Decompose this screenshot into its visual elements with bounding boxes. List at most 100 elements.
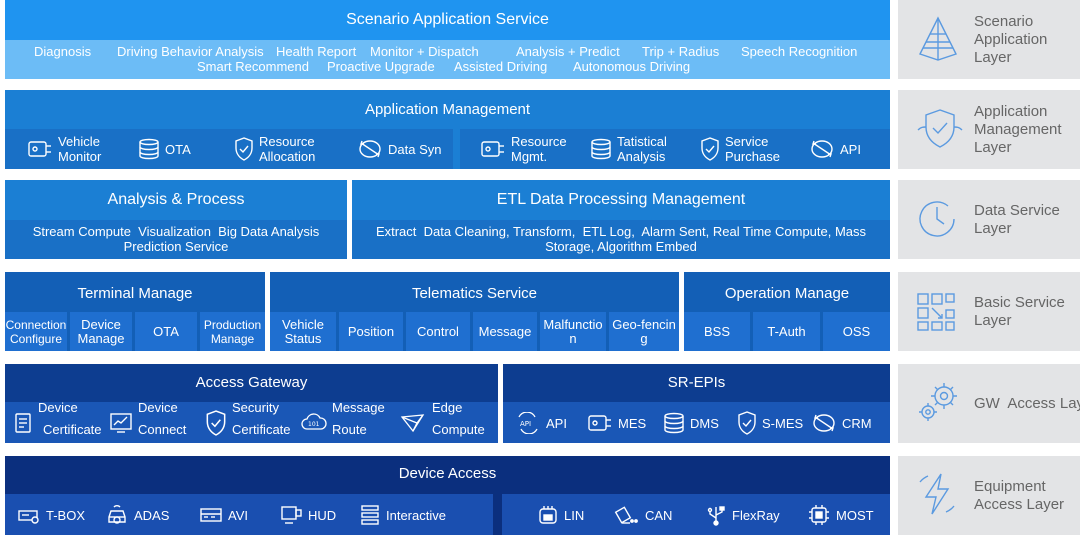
database-icon (664, 412, 684, 434)
srepi-item-label: CRM (842, 415, 872, 431)
terminal-item: Device Manage (70, 312, 132, 351)
app-mgmt-item-label: Resource Allocation (259, 134, 316, 164)
layer-label-text: Equipment Access Layer (974, 477, 1065, 513)
analysis-panel: Stream Compute Visualization Big Data An… (5, 220, 347, 259)
app-mgmt-item-data-syn: Data Syn (357, 134, 453, 164)
layer-label-text: GW Access Layer (974, 394, 1080, 412)
device-item-label: CAN (645, 507, 673, 523)
telematics-item: Malfunction (540, 312, 606, 351)
network-icon (400, 414, 425, 433)
gw-item-line: Compute (432, 422, 485, 437)
srepi-item-api: API API (515, 408, 567, 438)
device-access-title: Device Access (398, 465, 497, 482)
shield-icon (206, 410, 226, 436)
analysis-process: Analysis & Process Stream Compute Visual… (5, 180, 347, 259)
app-mgmt-item-ota: OTA (138, 134, 218, 164)
layer-label-text: Application Management Layer (974, 102, 1062, 156)
gw-item-line: Connect (138, 422, 187, 437)
telematics-title: Telematics Service (411, 285, 538, 302)
scenario-items-panel: Diagnosis Driving Behavior Analysis Heal… (5, 40, 890, 79)
gw-access-layer-label: GW Access Layer (898, 364, 1080, 443)
app-mgmt-item-vehicle-monitor: Vehicle Monitor (27, 134, 137, 164)
operation-item: OSS (823, 312, 890, 351)
device-item-lin: LIN (537, 500, 584, 530)
car-icon (108, 505, 126, 524)
telematics-item: Position (339, 312, 403, 351)
sync-icon (359, 140, 381, 158)
basic-service-layer-label: Basic Service Layer (898, 272, 1080, 351)
device-item-label: ADAS (134, 507, 170, 523)
svg-text:API: API (520, 420, 531, 428)
device-item-avi: AVI (199, 500, 248, 530)
monitor-icon (481, 141, 504, 157)
database-icon (139, 138, 159, 160)
scenario-item: Smart Recommend (197, 59, 309, 74)
shield-icon (701, 137, 719, 161)
scenario-item: Health Report (276, 44, 357, 59)
hud-icon (281, 506, 302, 524)
layer-label-text: Basic Service Layer (974, 293, 1065, 329)
srepi-item-label: DMS (690, 415, 719, 431)
srepi-item-crm: CRM (811, 408, 872, 438)
gw-item-line: Edge (432, 400, 463, 415)
scenario-item: Proactive Upgrade (327, 59, 435, 74)
database-icon (591, 138, 611, 160)
operation-item: T-Auth (753, 312, 820, 351)
gears-icon (919, 383, 957, 421)
srepi-item-mes: MES (587, 408, 646, 438)
app-mgmt-item-label: API (840, 141, 861, 157)
app-mgmt-item-label: Service Purchase (725, 134, 780, 164)
shield-icon (738, 411, 756, 435)
telematics-service: Telematics Service Vehicle Status Positi… (270, 272, 679, 351)
app-mgmt-item-api: API (809, 134, 879, 164)
telematics-item: Control (406, 312, 470, 351)
sync-icon (811, 140, 833, 158)
app-mgmt-item-service-purchase: Service Purchase (700, 134, 810, 164)
device-item-label: LIN (564, 507, 585, 523)
device-item-flexray: FlexRay (705, 500, 780, 530)
gw-item-line: Certificate (232, 422, 291, 437)
device-item-label: MOST (836, 507, 874, 523)
device-item-label: Interactive (386, 507, 446, 523)
sr-epis-panel (503, 402, 890, 443)
gw-item-line: Security (232, 400, 279, 415)
app-mgmt-panel-right (460, 129, 890, 169)
cloud-icon: 101 (301, 413, 327, 430)
device-access: Device Access T-BOX ADAS AVI HUD Interac… (5, 456, 890, 535)
monitor-icon (28, 141, 51, 157)
scenario-item: Analysis + Predict (516, 44, 620, 59)
analysis-items-line: Prediction Service (123, 239, 229, 254)
usb-icon (707, 506, 725, 526)
device-access-panel-left (5, 494, 493, 535)
gw-item-line: Route (332, 422, 367, 437)
monitor-icon (588, 415, 611, 431)
document-icon (15, 413, 31, 433)
etl-panel: Extract Data Cleaning, Transform, ETL Lo… (352, 220, 890, 259)
srepi-item-dms: DMS (663, 408, 719, 438)
access-gateway-title: Access Gateway (195, 374, 308, 391)
app-mgmt-panel-left (5, 129, 453, 169)
device-item-adas: ADAS (105, 500, 169, 530)
terminal-item: OTA (135, 312, 197, 351)
shield-check-icon (917, 109, 963, 148)
app-mgmt-item-label: OTA (165, 141, 191, 157)
app-mgmt-item-label: Resource Mgmt. (511, 134, 567, 164)
srepi-item-label: S-MES (762, 415, 804, 431)
operation-manage: Operation Manage BSS T-Auth OSS (684, 272, 890, 351)
chart-icon (110, 413, 132, 433)
etl-items-line: Extract Data Cleaning, Transform, ETL Lo… (375, 224, 867, 239)
svg-text:101: 101 (308, 421, 320, 428)
app-mgmt-item-tatistical-analysis: Tatistical Analysis (590, 134, 700, 164)
gw-item-line: Message (332, 400, 385, 415)
operation-item: BSS (684, 312, 750, 351)
app-mgmt-item-label: Data Syn (388, 141, 442, 157)
terminal-item: Production Manage (200, 312, 265, 351)
scenario-item: Assisted Driving (454, 59, 548, 74)
app-mgmt-item-label: Tatistical Analysis (617, 134, 667, 164)
scenario-item: Speech Recognition (741, 44, 858, 59)
srepi-item-s-mes: S-MES (737, 408, 803, 438)
